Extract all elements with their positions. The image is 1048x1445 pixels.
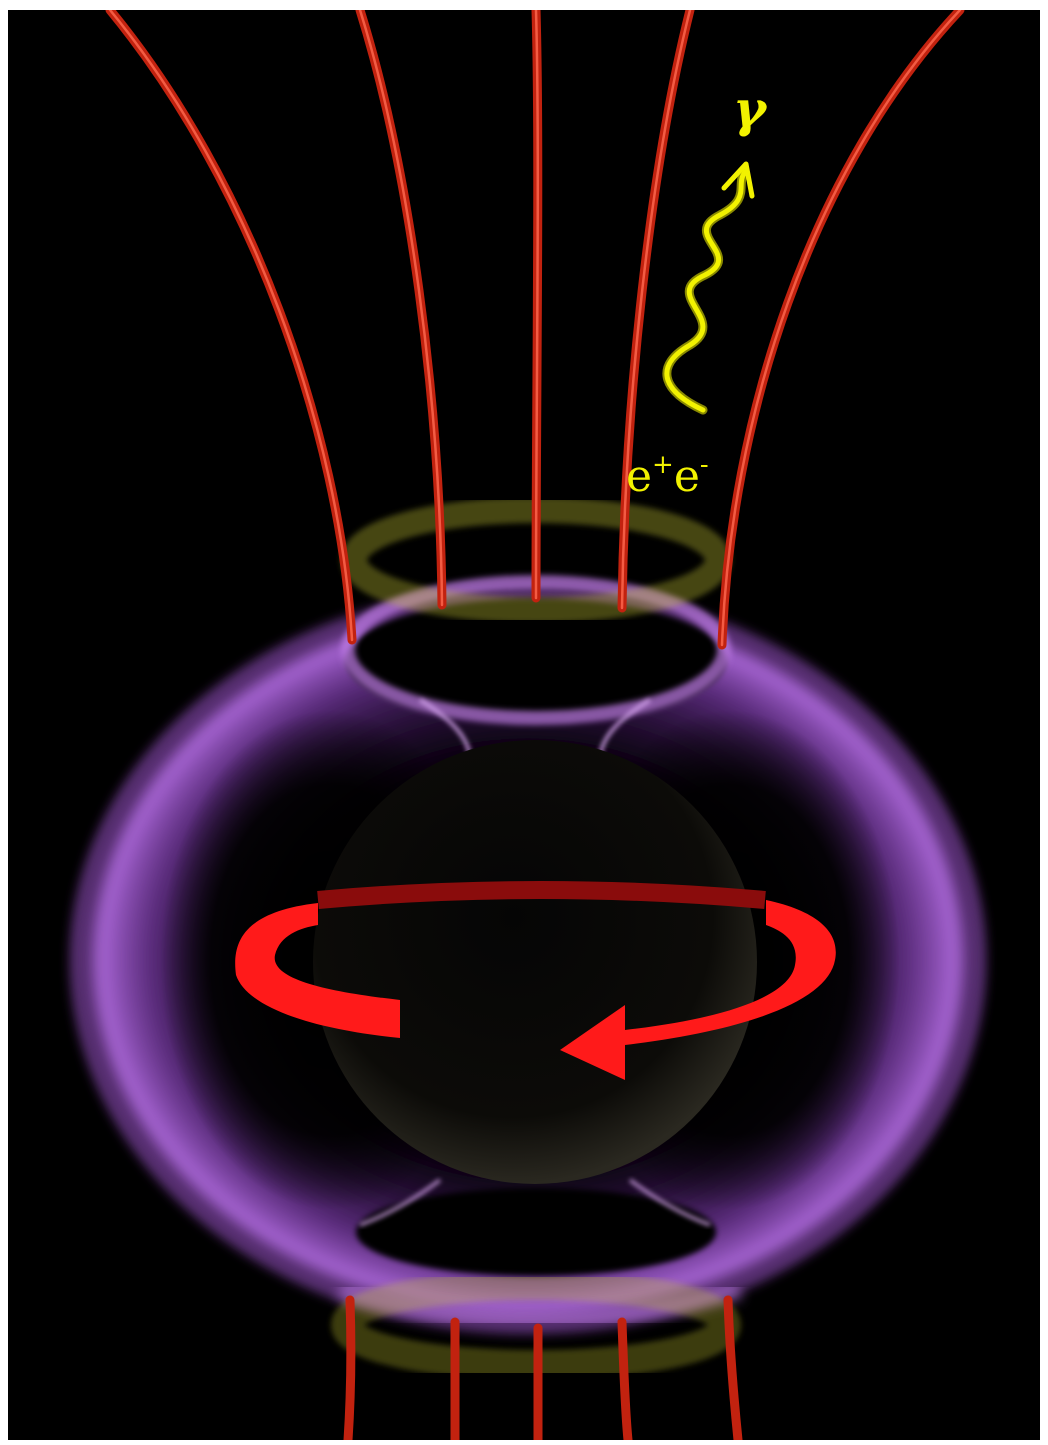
negative-charge: - [700, 450, 709, 480]
rotating-sphere [313, 740, 757, 1184]
photon-label: γ [733, 84, 766, 134]
field-line-1 [110, 10, 352, 640]
pair-label: e+e- [626, 452, 709, 499]
positive-charge: + [652, 450, 674, 480]
field-line-9 [622, 1322, 628, 1440]
photon-symbol: γ [733, 79, 766, 138]
electron-symbol-2: e [674, 451, 700, 502]
magnetosphere-diagram [8, 10, 1040, 1440]
diagram-canvas: γ e+e- [8, 10, 1040, 1440]
field-lines-north [110, 10, 960, 645]
photon-wave [667, 164, 752, 410]
electron-symbol-1: e [626, 451, 652, 502]
field-line-6 [348, 1300, 351, 1440]
